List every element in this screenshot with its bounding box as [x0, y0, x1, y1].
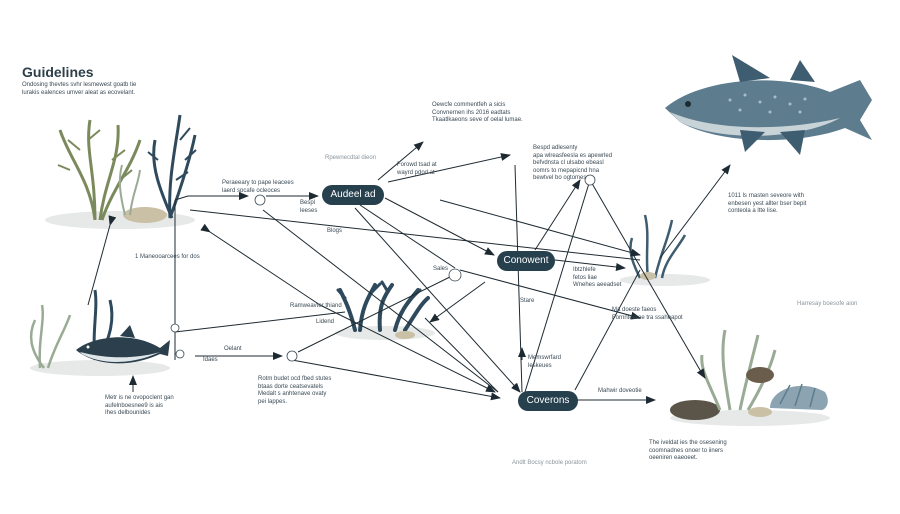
- edge: [589, 179, 701, 371]
- edge: [459, 269, 641, 320]
- edge: [439, 199, 641, 257]
- label-blogs: Blogs: [327, 228, 343, 234]
- edge: [524, 179, 591, 393]
- label-below-conowent: Stare: [520, 298, 535, 304]
- edge: [174, 195, 189, 201]
- small-fish-and-seaweed-left: [29, 289, 170, 376]
- label-mid-left-faint: Rpewnecdtal dieon: [325, 155, 377, 161]
- edge: [174, 311, 346, 333]
- junction-marker: [448, 268, 462, 282]
- label-mid-center2: Memswrfard leskeues: [528, 355, 562, 369]
- edge: [424, 317, 499, 393]
- label-right-bottom: The iveldat ies the osesening coomnadnes…: [649, 440, 727, 461]
- node-coverons[interactable]: Coverons: [518, 391, 578, 411]
- junction-marker: [170, 323, 180, 333]
- junction-marker: [286, 350, 298, 362]
- label-right-mid-faint: Harresay boesofe aion: [797, 301, 858, 307]
- junction-marker: [584, 174, 596, 186]
- edge: [87, 215, 117, 306]
- label-left-upper: Peraeeary to pape leacees laerd spcafe o…: [222, 180, 294, 194]
- seaweed-right-middle: [620, 214, 710, 286]
- label-right-mid1: Ibtzhlefe fetos liae Wnehes aeeadset: [573, 267, 622, 288]
- node-conowent[interactable]: Conowent: [497, 251, 555, 271]
- edge: [359, 204, 456, 269]
- large-fish-illustration: [665, 55, 872, 155]
- junction-markers: [170, 174, 596, 362]
- edge: [189, 209, 641, 261]
- center-coral-illustration: [335, 280, 435, 340]
- label-center-lower: Rotm budet ocd fbed stutes btaas dorte c…: [258, 376, 332, 405]
- node-audeel-ad[interactable]: Audeel ad: [322, 185, 384, 205]
- edge: [291, 359, 501, 401]
- edge: [354, 207, 521, 393]
- edge: [387, 153, 511, 183]
- edge: [659, 164, 731, 259]
- label-mid-center-small: Forowd tsad at wayrd pdod at: [397, 162, 437, 176]
- edge: [384, 197, 495, 256]
- label-right-fish-note: 1011 ls rnasten seveore with enbesen yes…: [728, 193, 807, 214]
- page-subtitle: Ondosing thevtes svhr lesmewest goatb ti…: [22, 82, 137, 96]
- edge: [574, 269, 641, 391]
- label-right-mid2: Ma doeste faeos Fornnteerae tra ssaheapo…: [612, 307, 683, 321]
- edge: [297, 271, 461, 353]
- label-left-lower1: Oelant: [224, 346, 242, 352]
- label-top-mid-right: Bespd adlesenty apa wlreasfeesla es apew…: [533, 145, 613, 181]
- edge: [319, 304, 496, 393]
- junction-marker: [254, 194, 266, 206]
- label-center-left1: Ramweavter thiand: [290, 303, 342, 309]
- page-title: Guidelines: [22, 64, 94, 80]
- label-sales: Sales: [433, 266, 449, 272]
- edge: [262, 209, 499, 393]
- label-top-center: Oewcfe commentfeh a sicis Convnernen ihs…: [432, 102, 523, 123]
- junction-marker: [175, 349, 185, 359]
- edge: [200, 223, 321, 306]
- connection-lines: [87, 141, 731, 404]
- edge: [696, 368, 706, 379]
- edge: [514, 164, 523, 393]
- seaweed-and-shell-bottom-right: [670, 329, 830, 426]
- edge: [554, 259, 626, 271]
- label-left-lower2: Idaes: [203, 357, 218, 363]
- edge: [534, 179, 581, 251]
- label-right-lower-small: Mahwir doveotie: [598, 388, 642, 394]
- label-besp: Bespl leeses: [300, 200, 318, 214]
- label-left-mid: 1 Maneooarcees for dos: [135, 254, 200, 260]
- edge: [377, 141, 424, 181]
- label-footer: Andlt Bocsy ncbole poratom: [512, 460, 587, 466]
- seaweed-cluster-top-left: [45, 114, 197, 229]
- label-center-left2: Lidend: [316, 319, 335, 325]
- edge: [429, 281, 486, 323]
- label-left-bottom: Metr is ne ovopoclent gan aufelnboesnee9…: [105, 395, 174, 416]
